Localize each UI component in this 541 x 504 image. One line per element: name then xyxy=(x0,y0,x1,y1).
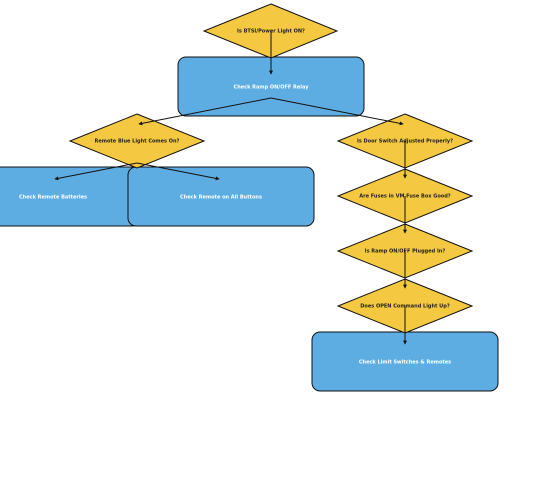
edge-remote-blue-to-batteries xyxy=(54,162,138,181)
process-check-remote-all-buttons: Check Remote on All Buttons xyxy=(127,166,315,227)
process-shape xyxy=(127,166,315,227)
edges xyxy=(54,31,407,345)
edge-relay-to-remote-blue xyxy=(138,97,272,126)
node-label: Check Remote on All Buttons xyxy=(180,195,262,201)
edge-relay-to-door-switch xyxy=(270,97,404,126)
node-label: Check Remote Batteries xyxy=(19,195,87,201)
edge-remote-blue-to-all-buttons xyxy=(136,162,220,181)
node-label: Check Ramp ON/OFF Relay xyxy=(234,85,310,91)
node-label: Check Limit Switches & Remotes xyxy=(359,360,451,366)
node-label: Remote Blue Light Comes On? xyxy=(95,139,180,145)
decision-remote-blue-light: Remote Blue Light Comes On? xyxy=(68,113,206,169)
decision-shape xyxy=(68,113,206,169)
